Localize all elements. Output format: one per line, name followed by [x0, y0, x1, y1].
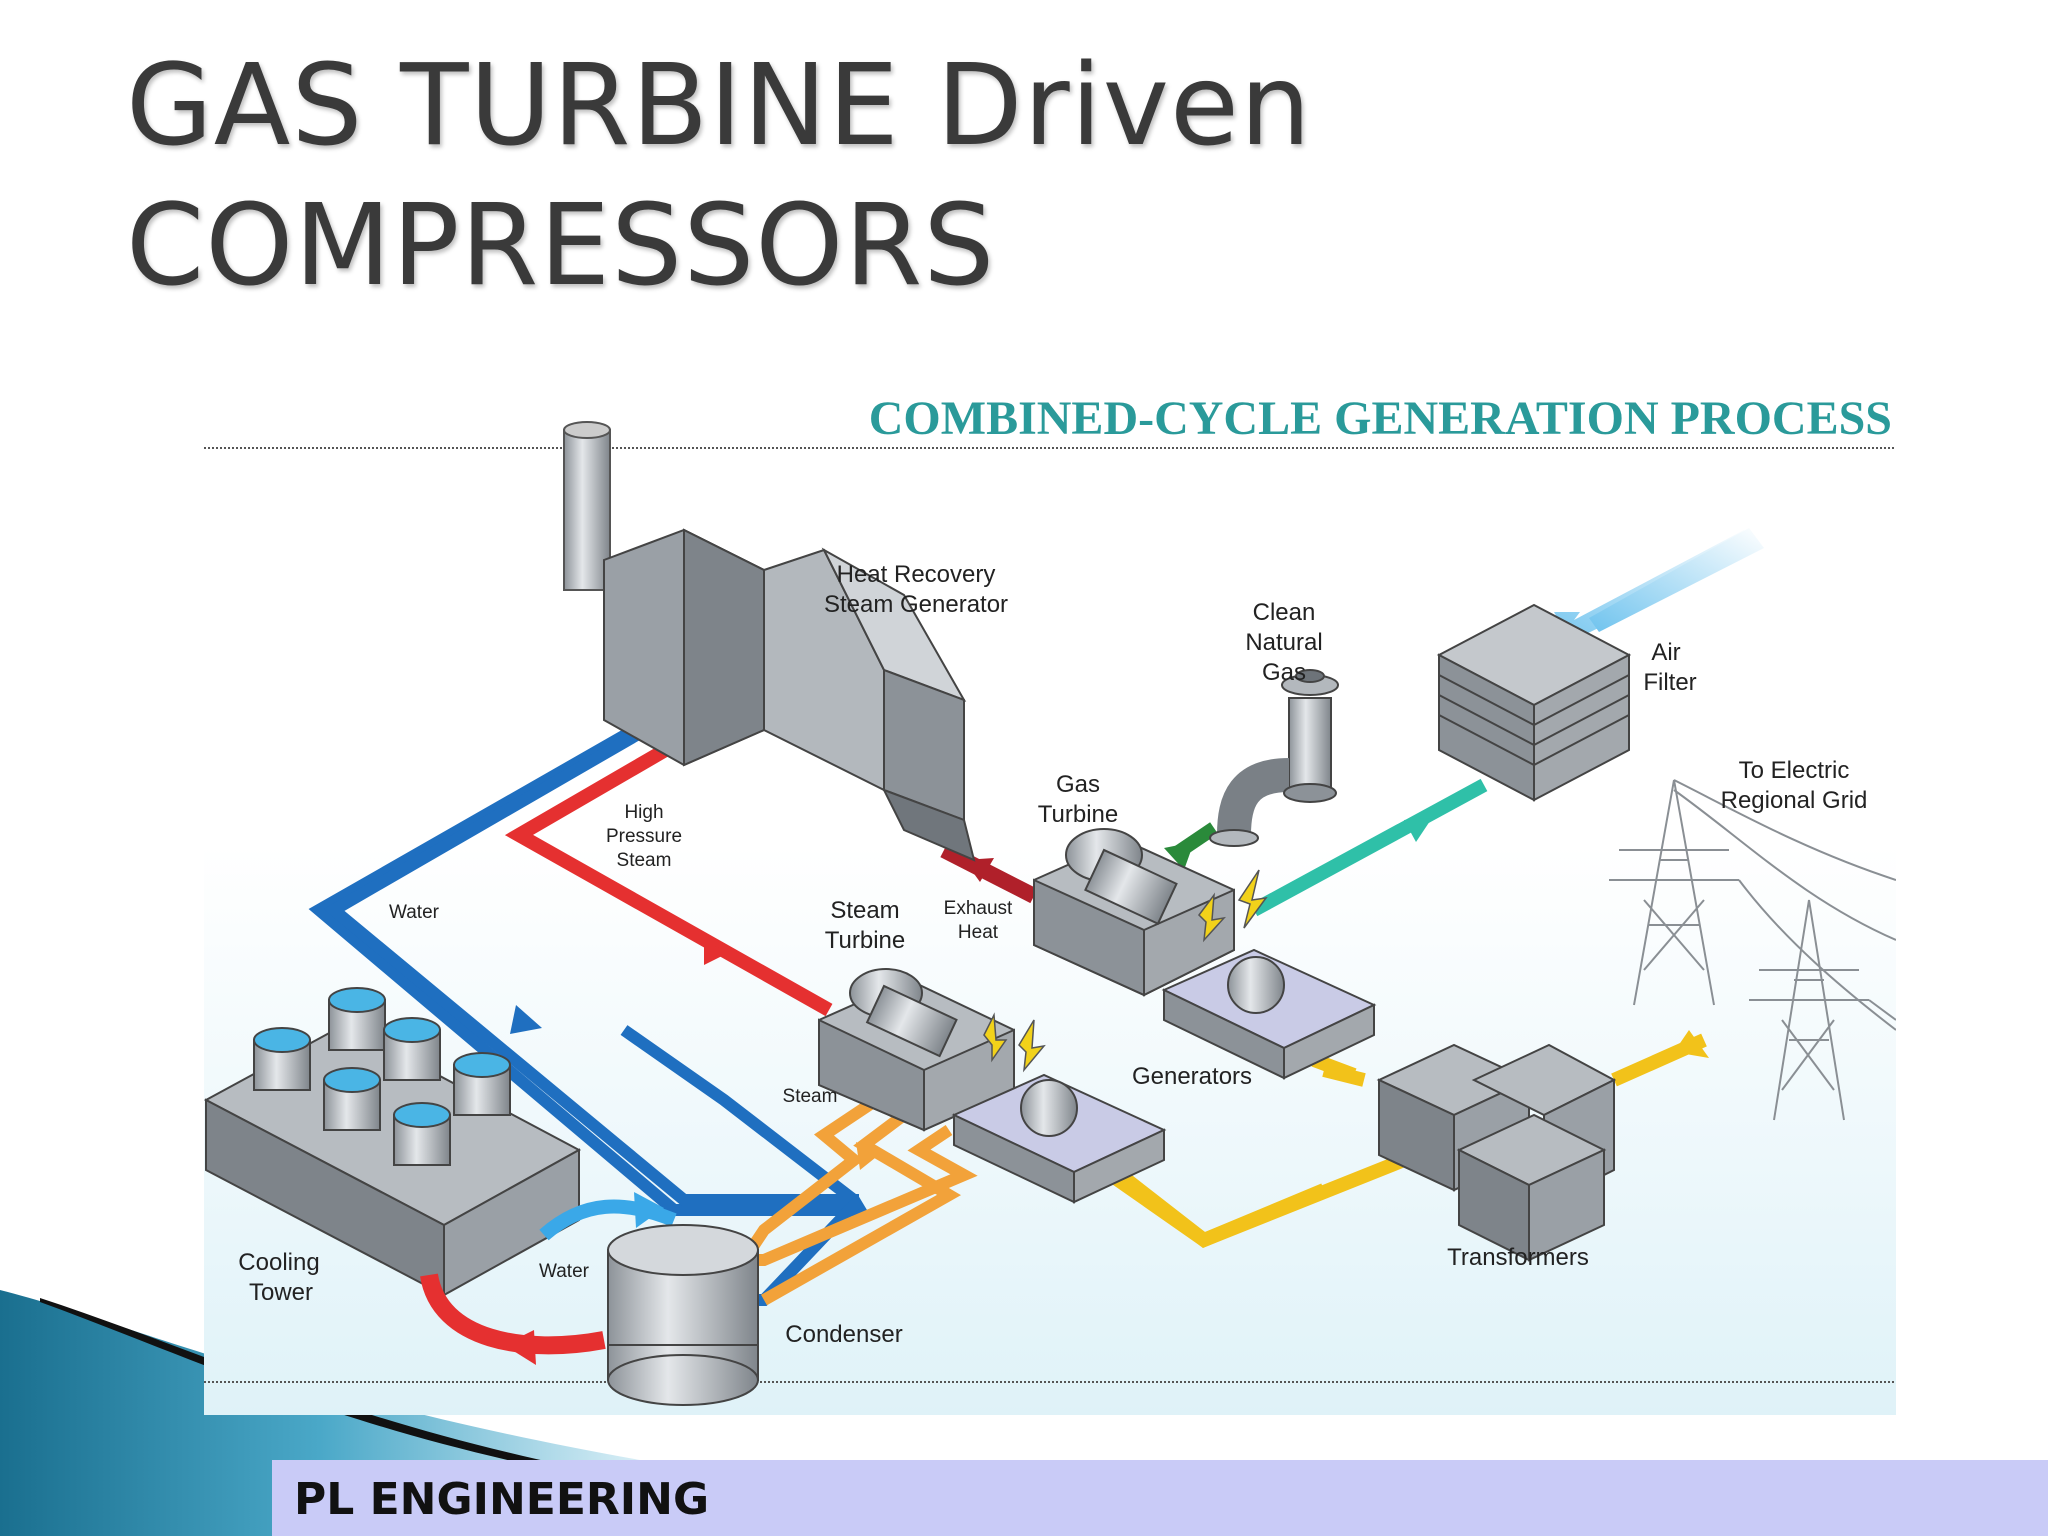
lightning-icon — [983, 869, 1268, 1073]
air-pipe — [1250, 778, 1488, 917]
air-flow-arrow — [1404, 818, 1432, 842]
label-cooling-1: Cooling — [238, 1249, 319, 1276]
label-gas-3: Gas — [1262, 659, 1306, 686]
label-hps-3: Steam — [617, 850, 672, 871]
transformers — [1376, 1043, 1617, 1262]
label-hps-2: Pressure — [606, 826, 682, 847]
label-exhaust-2: Heat — [958, 922, 999, 943]
cooling-supply-pipe — [539, 1199, 677, 1241]
label-grid-1: To Electric — [1739, 757, 1850, 784]
combined-cycle-diagram: COMBINED-CYCLE GENERATION PROCESS — [204, 380, 1896, 1415]
label-hps-1: High — [624, 802, 663, 823]
steam-flow-arrow — [704, 942, 730, 965]
cooling-tower — [204, 987, 582, 1297]
label-gt-2: Turbine — [1038, 801, 1118, 828]
label-grid-2: Regional Grid — [1721, 787, 1868, 814]
label-st-1: Steam — [830, 897, 899, 924]
label-air-1: Air — [1651, 639, 1680, 666]
label-water-upper: Water — [389, 902, 440, 923]
exhaust-stack — [563, 421, 611, 591]
label-exhaust-1: Exhaust — [944, 898, 1013, 919]
label-gt-1: Gas — [1056, 771, 1100, 798]
slide-title: GAS TURBINE Driven COMPRESSORS — [126, 36, 1312, 316]
label-steam: Steam — [783, 1086, 838, 1107]
exhaust-heat-pipe — [940, 842, 1038, 904]
condenser — [607, 1224, 759, 1406]
label-transformers: Transformers — [1447, 1244, 1589, 1271]
transmission-towers — [1609, 779, 1896, 1121]
air-filter — [1436, 603, 1632, 802]
footer-band: PL ENGINEERING — [272, 1460, 2048, 1536]
natural-gas-valve — [1209, 669, 1339, 847]
water-pipe — [308, 724, 871, 1216]
heat-recovery-steam-generator — [603, 528, 976, 862]
exhaust-flow-arrow — [964, 858, 994, 882]
power-flow-arrow — [1674, 1030, 1709, 1058]
diagram-heading: COMBINED-CYCLE GENERATION PROCESS — [869, 392, 1892, 445]
label-st-2: Turbine — [825, 927, 905, 954]
water-flow-arrow — [510, 1005, 542, 1034]
label-water-lower: Water — [539, 1261, 590, 1282]
label-hrsg-2: Steam Generator — [824, 591, 1008, 618]
title-line-2: COMPRESSORS — [126, 181, 996, 311]
gas-flow-arrow — [1164, 842, 1194, 870]
label-hrsg-1: Heat Recovery — [837, 561, 996, 588]
title-line-1: GAS TURBINE Driven — [126, 41, 1312, 171]
generator-lower — [951, 1073, 1167, 1204]
generator-upper — [1161, 948, 1377, 1080]
label-cooling-2: Tower — [249, 1279, 313, 1306]
cooling-return-pipe — [420, 1273, 606, 1355]
label-gas-1: Clean — [1253, 599, 1316, 626]
footer-company-name: PL ENGINEERING — [294, 1474, 710, 1525]
label-generators: Generators — [1132, 1063, 1252, 1090]
label-condenser: Condenser — [785, 1321, 902, 1348]
label-gas-2: Natural — [1245, 629, 1322, 656]
label-air-2: Filter — [1643, 669, 1696, 696]
